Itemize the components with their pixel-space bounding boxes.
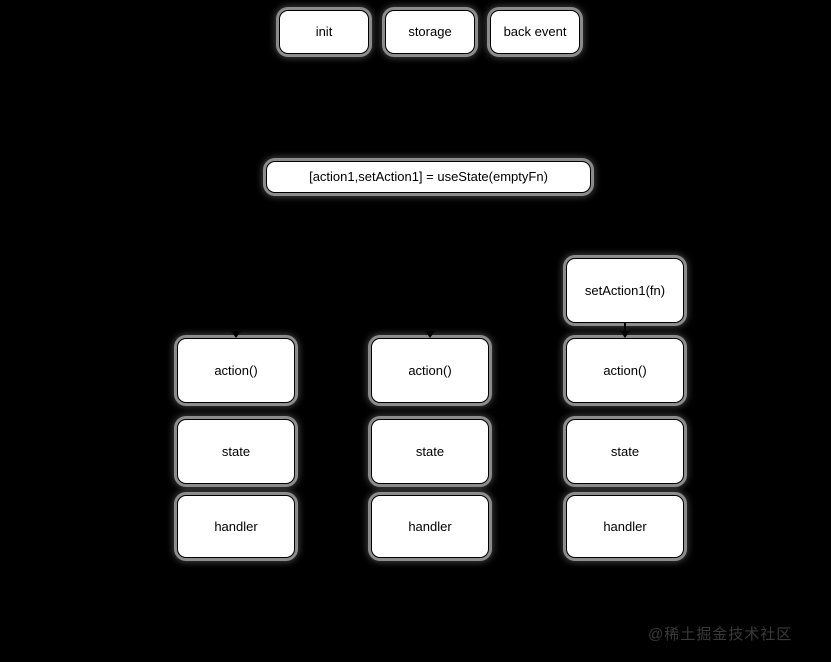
arrowhead-column-2-action: [425, 331, 435, 338]
node-init[interactable]: init: [279, 10, 369, 54]
node-column-3-action[interactable]: action(): [566, 338, 684, 403]
node-column-2-state[interactable]: state: [371, 419, 489, 484]
node-column-2-action-label: action(): [408, 362, 452, 378]
node-column-1-handler-label: handler: [214, 518, 258, 534]
node-column-1-action[interactable]: action(): [177, 338, 295, 403]
node-column-2-handler[interactable]: handler: [371, 495, 489, 558]
node-column-2-handler-label: handler: [408, 518, 452, 534]
node-column-3-action-label: action(): [603, 362, 647, 378]
node-column-1-state[interactable]: state: [177, 419, 295, 484]
node-column-3-handler-label: handler: [603, 518, 647, 534]
node-column-3-state-label: state: [610, 443, 640, 459]
node-set-action1-label: setAction1(fn): [584, 282, 666, 298]
node-column-2-state-label: state: [415, 443, 445, 459]
edge-set-action1-to-action: [624, 323, 626, 337]
node-column-1-state-label: state: [221, 443, 251, 459]
watermark: @稀土掘金技术社区: [648, 626, 793, 643]
node-column-1-action-label: action(): [214, 362, 258, 378]
node-set-action1[interactable]: setAction1(fn): [566, 258, 684, 323]
node-column-3-state[interactable]: state: [566, 419, 684, 484]
node-column-2-action[interactable]: action(): [371, 338, 489, 403]
arrowhead-column-1-action: [231, 331, 241, 338]
node-use-state-hook-label: [action1,setAction1] = useState(emptyFn): [309, 169, 548, 185]
node-back-event[interactable]: back event: [490, 10, 580, 54]
arrowhead-column-3-action: [620, 331, 630, 338]
node-use-state-hook[interactable]: [action1,setAction1] = useState(emptyFn): [266, 161, 591, 193]
node-init-label: init: [315, 24, 333, 40]
node-back-event-label: back event: [503, 24, 567, 40]
node-storage[interactable]: storage: [385, 10, 475, 54]
node-storage-label: storage: [408, 24, 452, 40]
node-column-3-handler[interactable]: handler: [566, 495, 684, 558]
node-column-1-handler[interactable]: handler: [177, 495, 295, 558]
